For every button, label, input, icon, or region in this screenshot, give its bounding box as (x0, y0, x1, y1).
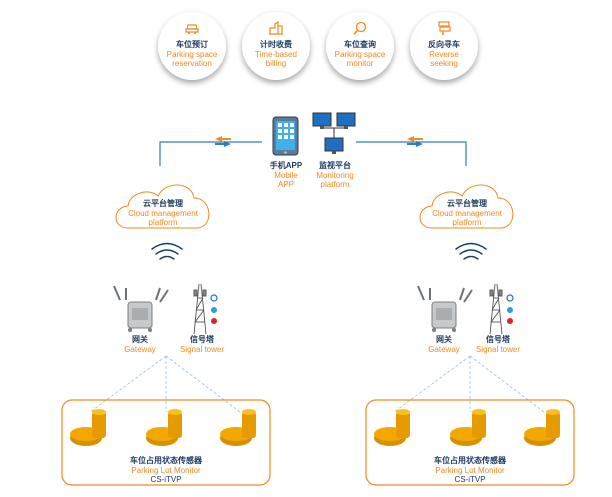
cloud-shape-left (115, 184, 210, 229)
carrier-logo-icon (506, 294, 514, 324)
signal-tower-icon (489, 283, 503, 335)
sensor-puck-icon (450, 409, 486, 446)
sensor-subtitle: Parking Lot Monitor (131, 466, 201, 475)
sensor-group-label-right: 车位占用状态传感器 Parking Lot Monitor CS-iTVP (366, 455, 574, 484)
sensor-links-right (393, 355, 545, 413)
tower-title: 信号塔 (486, 335, 510, 344)
tower-subtitle: Signal tower (179, 345, 225, 354)
sensor-puck-icon (524, 409, 560, 446)
monitor-icon (312, 112, 356, 154)
sensor-group-frame-left (61, 399, 271, 486)
cloud-title: 云平台管理 (447, 199, 487, 208)
building-icon (269, 21, 283, 35)
cloud-title: 云平台管理 (143, 199, 183, 208)
network-line-left (159, 141, 262, 166)
signal-tower-icon (193, 283, 207, 335)
cloud-shape-right (419, 184, 514, 229)
sensor-puck-icon (220, 409, 256, 446)
sensor-puck-icon (374, 409, 410, 446)
gateway-label-left: 网关 Gateway (116, 334, 164, 354)
magnifier-icon (353, 21, 367, 35)
sensor-model: CS-iTVP (454, 475, 486, 484)
gateway-subtitle: Gateway (124, 345, 156, 354)
feature-title: 车位查询 (344, 40, 376, 49)
gateway-device-icon (113, 285, 169, 332)
gateway-subtitle: Gateway (428, 345, 460, 354)
tower-label-right: 信号塔 Signal tower (468, 334, 528, 354)
tower-title: 信号塔 (190, 335, 214, 344)
sensor-model: CS-iTVP (150, 475, 182, 484)
tower-label-left: 信号塔 Signal tower (172, 334, 232, 354)
car-icon (185, 24, 199, 34)
sensor-group-frame-right (365, 399, 575, 486)
mobile-phone-icon (272, 116, 299, 156)
feature-title: 计时收费 (260, 40, 292, 49)
mobile-app-title: 手机APP (269, 161, 303, 170)
wifi-icon (151, 242, 183, 260)
feature-title: 车位预订 (176, 40, 208, 49)
sensor-subtitle: Parking Lot Monitor (435, 466, 505, 475)
signpost-icon (438, 21, 451, 35)
sensor-devices (70, 409, 560, 446)
sensor-title: 车位占用状态传感器 (130, 456, 202, 465)
gateway-title: 网关 (132, 335, 148, 344)
monitoring-platform-title: 监视平台 (319, 161, 351, 170)
wifi-icon (455, 242, 487, 260)
sensor-group-label-left: 车位占用状态传感器 Parking Lot Monitor CS-iTVP (62, 455, 270, 484)
double-arrow-icon (407, 136, 423, 147)
sensor-puck-icon (146, 409, 182, 446)
sensor-puck-icon (70, 409, 106, 446)
network-line-right (356, 141, 467, 166)
sensor-links-left (89, 355, 241, 413)
sensor-title: 车位占用状态传感器 (434, 456, 506, 465)
carrier-logo-icon (210, 294, 218, 324)
gateway-title: 网关 (436, 335, 452, 344)
gateway-device-icon (417, 285, 473, 332)
tower-subtitle: Signal tower (475, 345, 521, 354)
feature-title: 反向寻车 (428, 40, 460, 49)
gateway-label-right: 网关 Gateway (420, 334, 468, 354)
double-arrow-icon (215, 136, 231, 147)
